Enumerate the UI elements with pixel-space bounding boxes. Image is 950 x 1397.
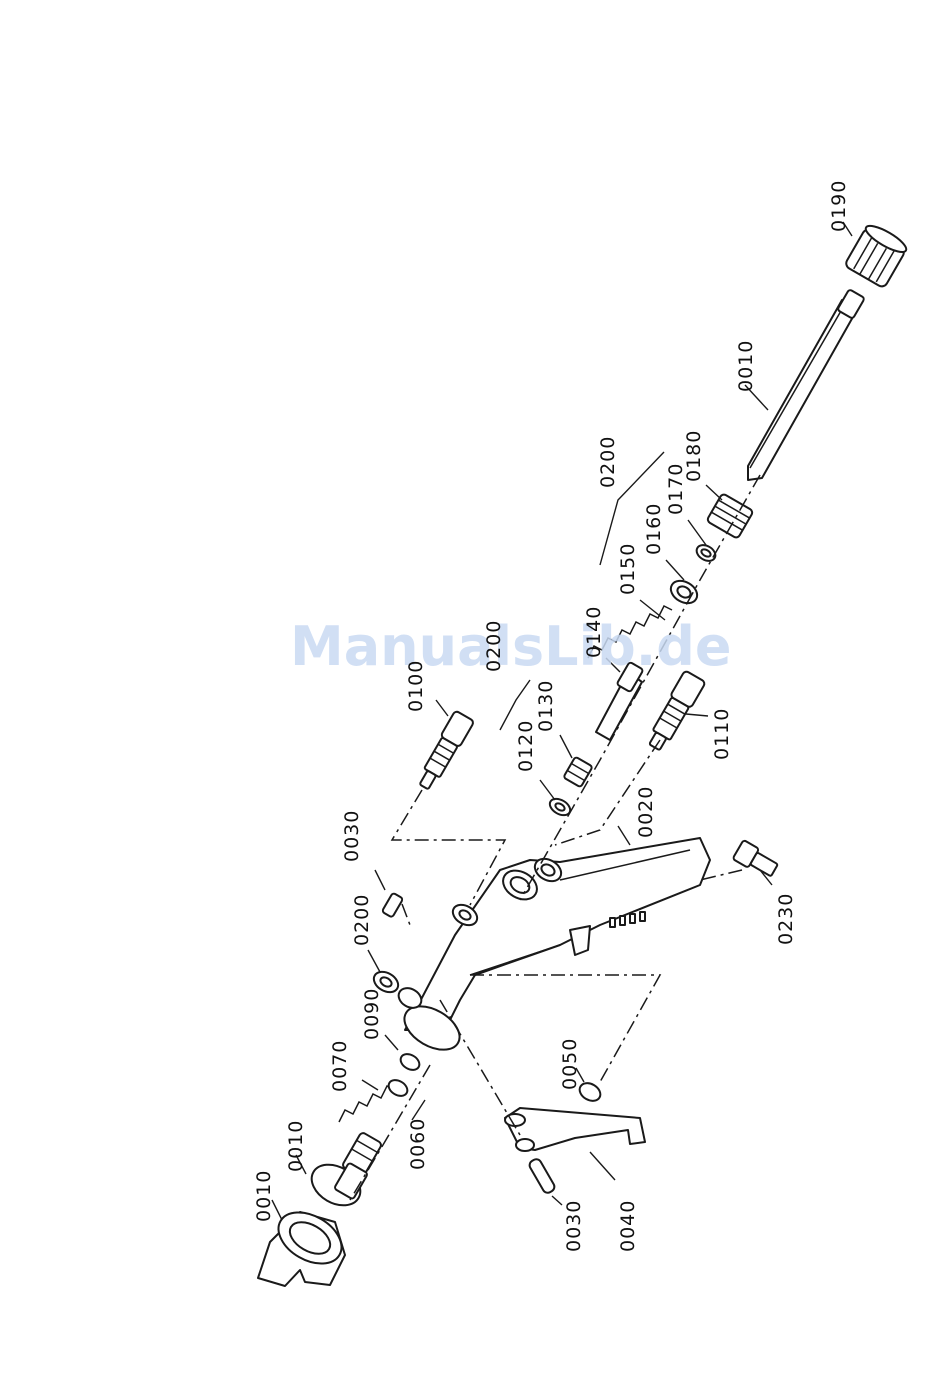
- part-label-0160: 0160: [643, 503, 665, 555]
- part-label-0090: 0090: [361, 988, 383, 1040]
- washer-0170-part: [694, 542, 718, 564]
- part-label-0230: 0230: [775, 893, 797, 945]
- needle-part: [748, 300, 858, 480]
- part-label-0130: 0130: [535, 680, 557, 732]
- part-label-0120: 0120: [515, 720, 537, 772]
- part-label-0150: 0150: [617, 543, 639, 595]
- part-label-0140: 0140: [583, 606, 605, 658]
- part-label-0010-needle: 0010: [735, 340, 757, 392]
- bushing-0160-part: [667, 576, 701, 607]
- air-inlet-nipple-part: [733, 840, 780, 880]
- part-label-0200-lower: 0200: [351, 894, 373, 946]
- washer-0060-part: [386, 1077, 410, 1099]
- trigger-pin-part: [528, 1157, 556, 1194]
- part-label-0170: 0170: [665, 463, 687, 515]
- small-screw-0030-part: [382, 893, 403, 918]
- part-label-0110: 0110: [711, 708, 733, 760]
- part-label-0070: 0070: [329, 1040, 351, 1092]
- part-label-0010-nozzle: 0010: [285, 1120, 307, 1172]
- part-label-0200-upper: 0200: [597, 436, 619, 488]
- part-label-0040: 0040: [617, 1200, 639, 1252]
- part-label-0100: 0100: [405, 660, 427, 712]
- part-label-0060: 0060: [407, 1118, 429, 1170]
- part-label-0190: 0190: [828, 180, 850, 232]
- adjust-knob-part: [844, 221, 909, 288]
- watermark-text: ManualsLib.de: [290, 615, 732, 678]
- part-label-0050: 0050: [559, 1038, 581, 1090]
- fan-adjust-screw-part: [414, 710, 474, 792]
- valve-seal-0130-part: [563, 757, 592, 788]
- part-label-0010-cap: 0010: [253, 1170, 275, 1222]
- part-label-0020: 0020: [635, 786, 657, 838]
- part-label-0030-pin: 0030: [563, 1200, 585, 1252]
- seal-0090-part: [398, 1051, 422, 1073]
- part-label-0200-mid: 0200: [483, 620, 505, 672]
- air-adjust-screw-part: [644, 670, 706, 753]
- trigger-part: [505, 1108, 645, 1151]
- part-label-0030-top: 0030: [341, 810, 363, 862]
- gun-body-part: [395, 838, 710, 1059]
